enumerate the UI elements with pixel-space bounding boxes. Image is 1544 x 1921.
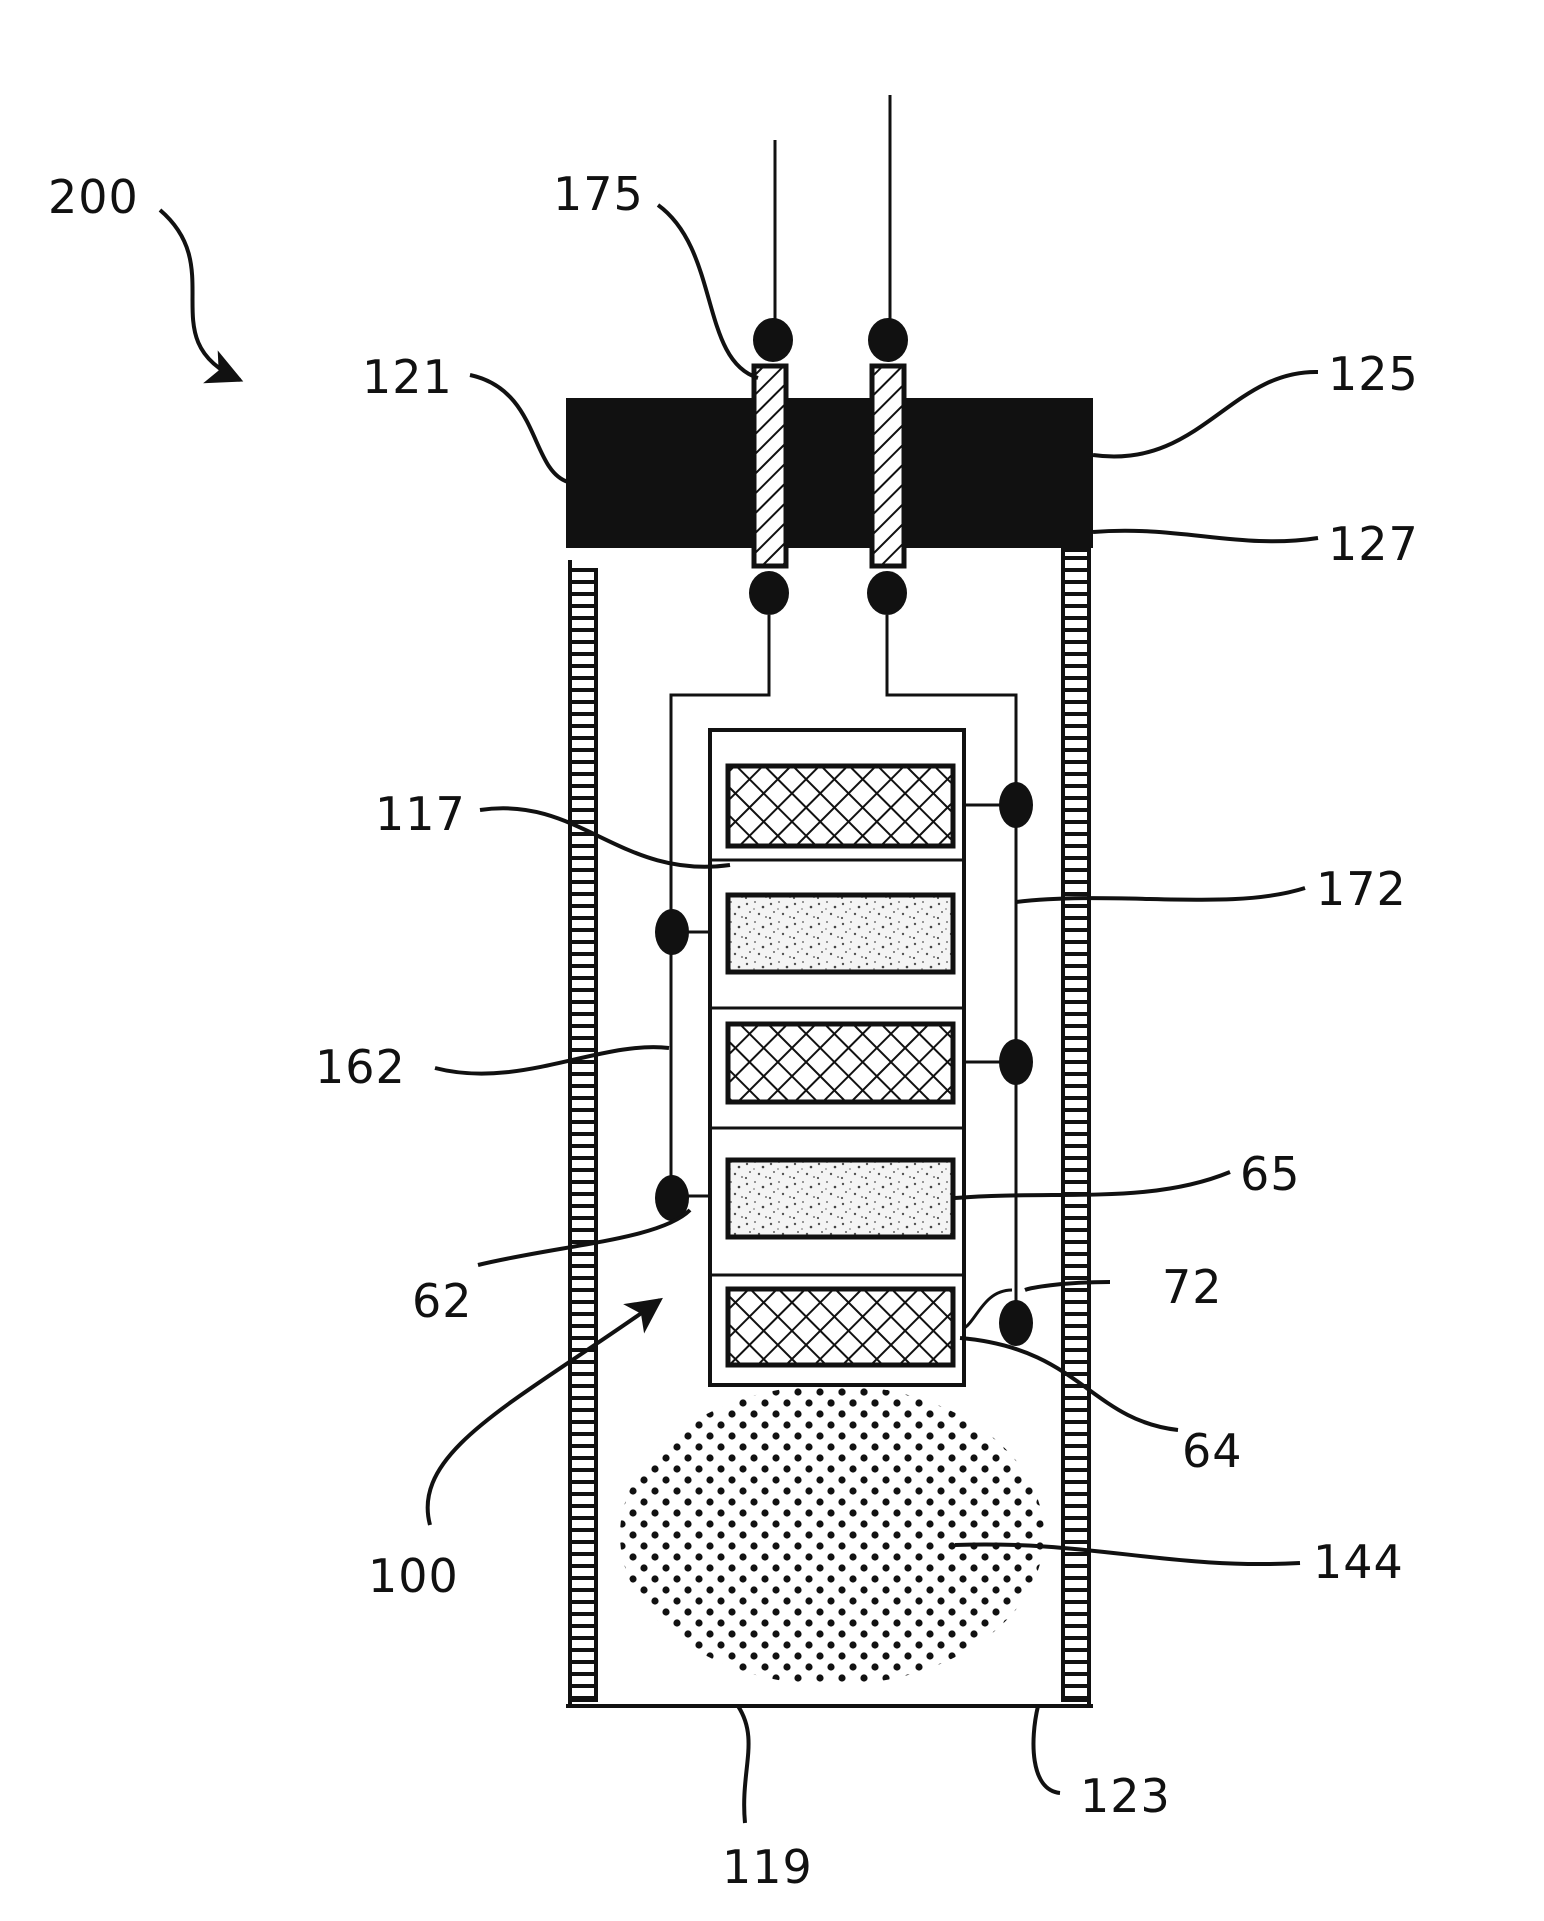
- label-117: 117: [375, 787, 466, 841]
- electrolyte-dots: [620, 1385, 1044, 1685]
- label-65: 65: [1240, 1147, 1301, 1201]
- bottom-right-weld: [867, 571, 907, 615]
- leader-62: [477, 1208, 692, 1267]
- label-119: 119: [722, 1840, 813, 1894]
- label-100: 100: [368, 1549, 459, 1603]
- wiring: [655, 615, 1033, 1346]
- leader-121: [469, 373, 569, 484]
- leader-72: [1024, 1280, 1111, 1292]
- top-right-weld: [868, 318, 908, 362]
- leader-64: [959, 1336, 1179, 1432]
- electrode-stack: [708, 728, 966, 1387]
- label-162: 162: [315, 1040, 406, 1094]
- reference-labels: 200 175 121 125 127 117 172 162 65 62 72…: [48, 167, 1419, 1894]
- label-72: 72: [1162, 1260, 1223, 1314]
- leader-123: [1031, 1705, 1061, 1795]
- label-64: 64: [1182, 1424, 1243, 1478]
- leader-127: [1092, 528, 1319, 544]
- left-feedthrough: [751, 363, 789, 569]
- bottom-left-weld: [749, 571, 789, 615]
- label-127: 127: [1328, 517, 1419, 571]
- label-62: 62: [412, 1274, 473, 1328]
- right-wall: [1061, 548, 1091, 1702]
- negative-electrode-3: [725, 1286, 956, 1368]
- label-175: 175: [553, 167, 644, 221]
- label-125: 125: [1328, 347, 1419, 401]
- label-200: 200: [48, 170, 139, 224]
- electrolyte-144: [620, 1385, 1044, 1685]
- leader-162: [434, 1045, 670, 1076]
- negative-electrode-1: [725, 763, 956, 849]
- leader-175: [656, 203, 759, 380]
- leader-144: [954, 1542, 1301, 1567]
- label-172: 172: [1316, 862, 1407, 916]
- label-144: 144: [1313, 1535, 1404, 1589]
- negative-electrode-2: [725, 1021, 956, 1105]
- junction-right-2: [999, 1039, 1033, 1085]
- leader-65: [954, 1170, 1231, 1200]
- header-cap: [566, 398, 1093, 548]
- leader-172: [1015, 886, 1306, 904]
- junction-right-3: [999, 1300, 1033, 1346]
- electrolyte-top-dots: [828, 1390, 888, 1412]
- junction-left-1: [655, 909, 689, 955]
- label-123: 123: [1080, 1769, 1171, 1823]
- leader-119: [736, 1704, 751, 1824]
- leader-117: [479, 806, 731, 869]
- leader-125: [1092, 369, 1319, 459]
- feedthroughs: [749, 95, 908, 615]
- positive-electrode-1: [725, 892, 956, 975]
- label-121: 121: [362, 350, 453, 404]
- left-wall: [568, 568, 598, 1702]
- leader-100: [425, 1297, 663, 1526]
- right-bus-172: [885, 615, 1018, 1330]
- housing: [566, 398, 1093, 1708]
- positive-electrode-2: [725, 1157, 956, 1240]
- top-left-weld: [753, 318, 793, 362]
- junction-left-2: [655, 1175, 689, 1221]
- leader-lines: [158, 203, 1319, 1824]
- junction-right-1: [999, 782, 1033, 828]
- leader-200: [158, 208, 244, 384]
- right-feedthrough: [869, 363, 907, 569]
